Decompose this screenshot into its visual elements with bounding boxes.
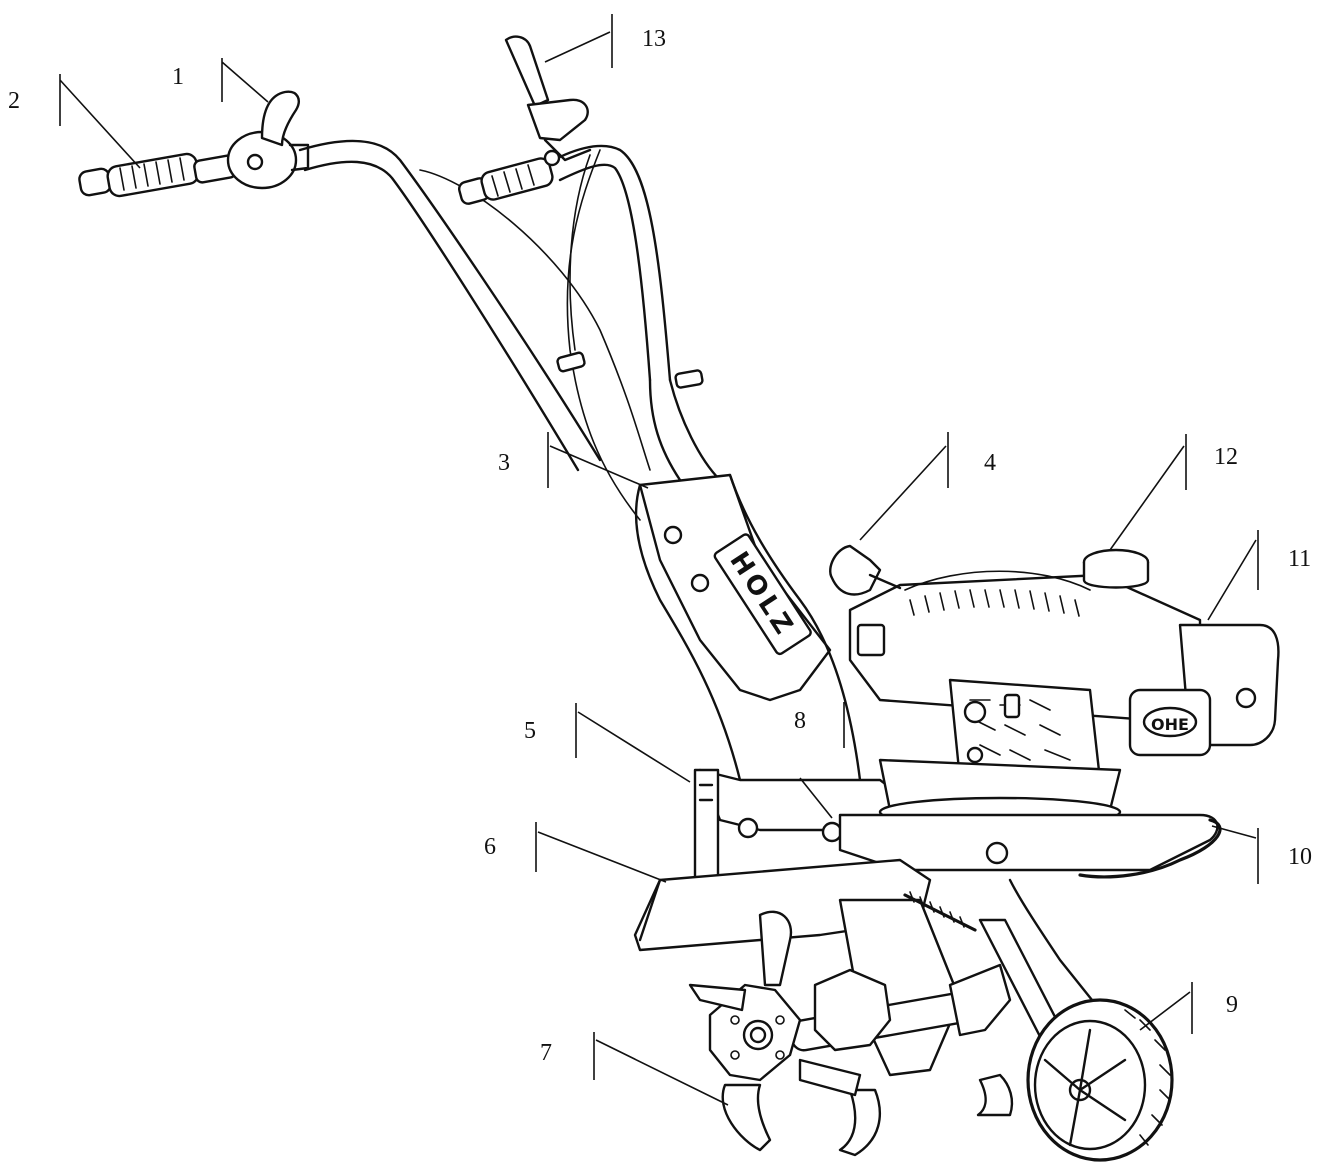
callout-11: 11 [1288,546,1311,572]
clutch-lever [504,35,592,167]
transport-wheel [903,878,1174,1162]
callout-5: 5 [524,718,536,744]
callout-9: 9 [1226,992,1238,1018]
engine-badge: OHE [1151,715,1189,734]
throttle-lever [226,90,310,190]
callout-1: 1 [172,64,184,90]
callout-6: 6 [484,834,496,860]
main-frame: HOLZ [634,473,922,843]
handlebar [298,139,722,521]
deck [838,813,1222,879]
left-grip [78,152,237,198]
callout-numbers: 1 2 3 4 5 6 7 8 9 10 11 12 13 [8,26,1312,1066]
callout-10: 10 [1288,844,1312,870]
callout-4: 4 [984,450,996,476]
callout-3: 3 [498,450,510,476]
callout-7: 7 [540,1040,552,1066]
callout-12: 12 [1214,444,1238,470]
callout-13: 13 [642,26,666,52]
callout-2: 2 [8,88,20,114]
callout-8: 8 [794,708,806,734]
tines [688,898,1014,1157]
engine: OHE [829,544,1280,828]
callout-leaders [59,14,1259,1106]
depth-stake [693,768,720,882]
right-grip [458,157,554,205]
